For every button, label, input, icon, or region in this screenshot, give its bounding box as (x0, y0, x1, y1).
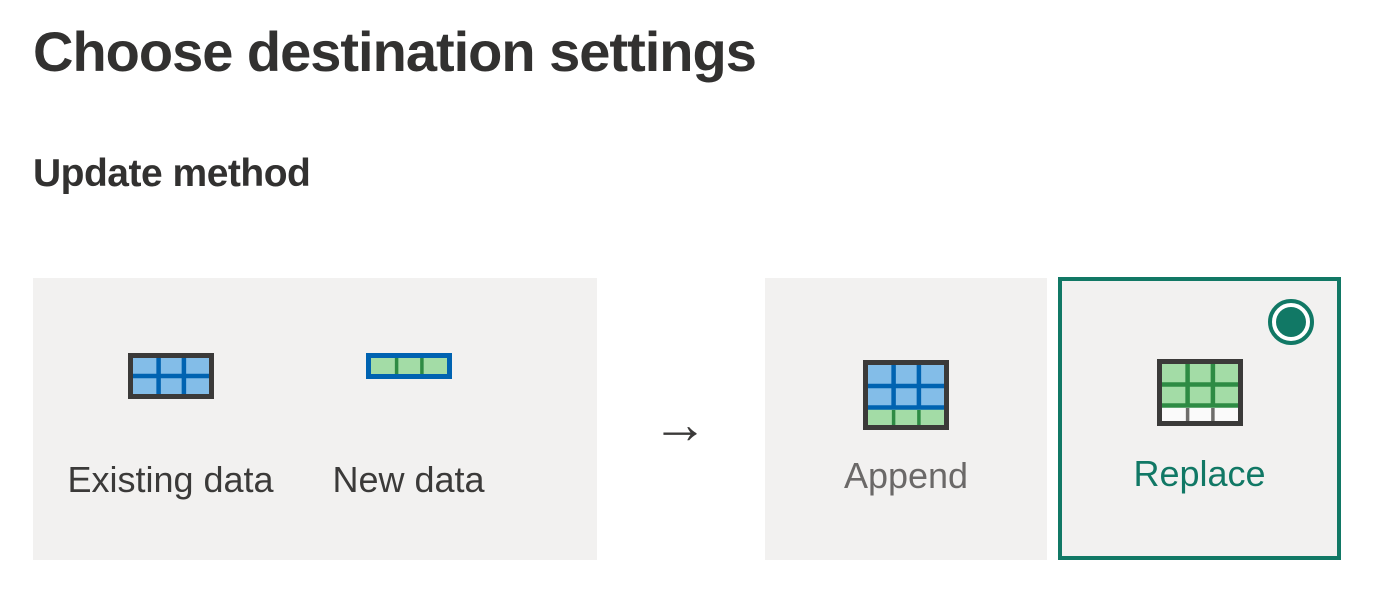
option-append[interactable]: Append (765, 278, 1047, 560)
existing-data-label: Existing data (67, 459, 274, 500)
append-option-label: Append (843, 455, 969, 496)
arrow-right-icon: → (652, 391, 708, 455)
new-data-figure: New data (301, 278, 516, 560)
option-replace[interactable]: Replace (1058, 277, 1341, 560)
section-heading-update-method: Update method (33, 152, 311, 195)
existing-data-table-icon (127, 353, 214, 399)
radio-selected-icon[interactable] (1268, 299, 1314, 345)
existing-data-icon-slot (58, 353, 283, 399)
new-data-table-icon (365, 353, 452, 379)
source-data-panel: Existing data New data (33, 278, 597, 560)
new-data-icon-slot (301, 353, 516, 379)
replace-table-icon (1156, 359, 1243, 426)
radio-dot (1276, 307, 1306, 337)
existing-data-figure: Existing data (58, 278, 283, 560)
new-data-label: New data (332, 459, 485, 500)
page-title: Choose destination settings (33, 20, 757, 83)
replace-icon-slot (1062, 359, 1337, 426)
append-icon-slot (765, 360, 1047, 430)
replace-option-label: Replace (1133, 453, 1266, 494)
append-table-icon (863, 360, 949, 430)
